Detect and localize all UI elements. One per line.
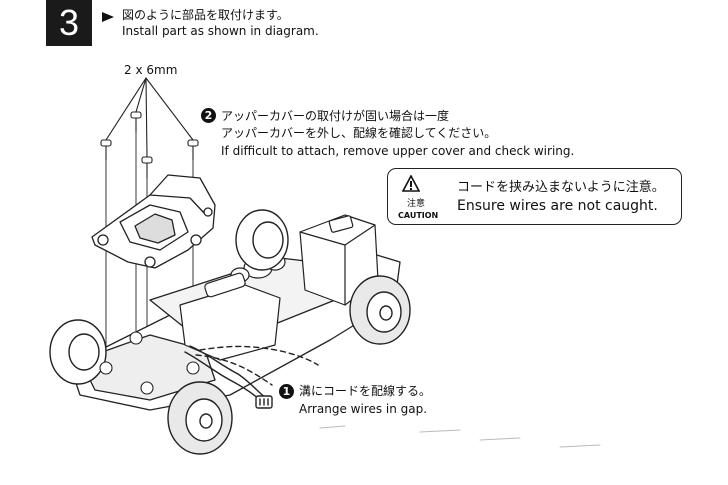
note-2-jp-line2: アッパーカバーを外し、配線を確認してください。	[221, 126, 497, 140]
note-1-jp: 溝にコードを配線する。	[299, 384, 432, 398]
warning-triangle-icon	[402, 175, 420, 192]
step-instruction-jp: 図のように部品を取付けます。	[122, 8, 289, 22]
screw-icon	[100, 111, 199, 179]
note-2-en: If difficult to attach, remove upper cov…	[221, 144, 575, 158]
cover-mount-posts	[99, 331, 200, 395]
note-2-jp-line1: アッパーカバーの取付けが固い場合は一度	[221, 109, 450, 123]
note-1-en: Arrange wires in gap.	[299, 402, 428, 416]
front-wheel	[49, 319, 233, 455]
screw-callout-lines	[105, 77, 194, 158]
rear-wheel	[235, 209, 411, 345]
caution-label-jp: 注意	[407, 199, 426, 209]
ground-shadow	[319, 425, 601, 448]
note-1-badge: 1	[279, 384, 294, 399]
wire-harness	[184, 345, 273, 409]
screw-size-label: 2 x 6mm	[124, 63, 178, 77]
pointer-arrow-icon	[102, 12, 114, 22]
note-2-badge: 2	[201, 108, 216, 123]
upper-cover	[91, 174, 216, 269]
wire-routing-guide	[195, 345, 319, 386]
caution-text-en: Ensure wires are not caught.	[457, 198, 658, 214]
caution-box	[387, 168, 682, 225]
caution-text-jp: コードを挟み込まないように注意。	[457, 180, 665, 195]
step-instruction-en: Install part as shown in diagram.	[122, 24, 319, 38]
caution-label-en: CAUTION	[398, 211, 439, 220]
step-number-box: 3	[46, 0, 92, 46]
